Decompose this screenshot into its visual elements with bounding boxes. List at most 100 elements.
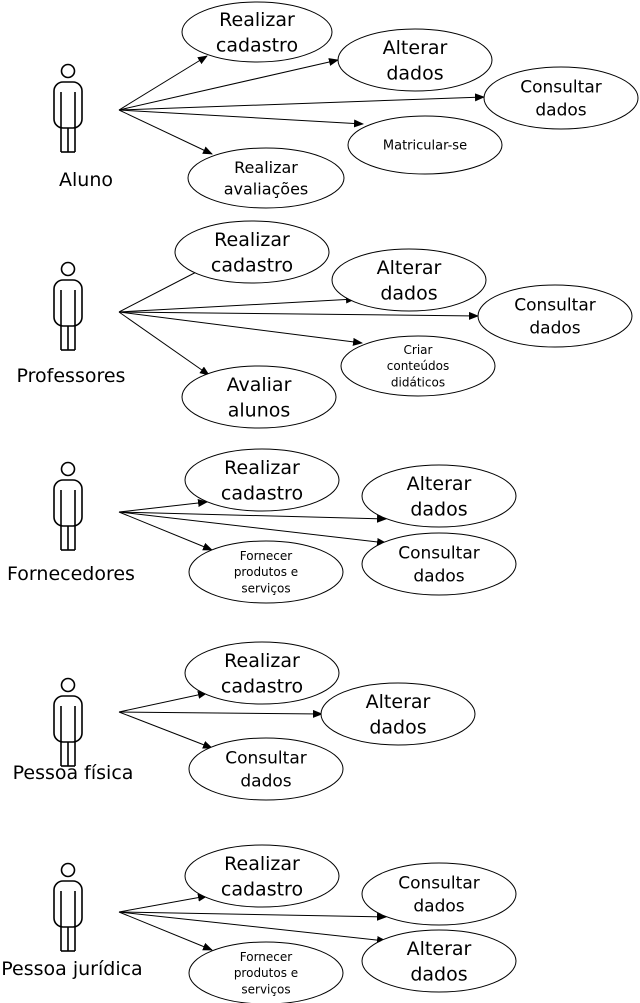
use-case: Consultar dados xyxy=(483,66,639,130)
use-case-ellipse xyxy=(181,365,337,429)
use-case-ellipse xyxy=(188,941,344,1003)
use-case: Consultar dados xyxy=(361,532,517,596)
use-case-label: didáticos xyxy=(391,375,445,389)
use-case-label: dados xyxy=(413,566,464,586)
actor-name: Professores xyxy=(17,365,126,387)
association-arrow xyxy=(118,58,339,111)
use-case-label: conteúdos xyxy=(387,359,449,373)
use-case-label: cadastro xyxy=(221,878,303,900)
association-arrow xyxy=(118,109,213,155)
use-case-label: Consultar xyxy=(398,543,479,563)
use-case: Alterar dados xyxy=(361,929,517,993)
actor-name: Pessoa física xyxy=(13,762,134,784)
use-case: Realizar avaliações xyxy=(187,147,345,209)
use-case-ellipse xyxy=(331,248,487,312)
actor-name: Pessoa jurídica xyxy=(1,958,142,980)
use-case-label: Consultar xyxy=(514,295,595,315)
association-arrow xyxy=(118,109,364,128)
actor-figure-icon xyxy=(53,461,83,551)
use-case-label: dados xyxy=(369,716,426,738)
association-arrow xyxy=(118,311,479,320)
use-case-ellipse xyxy=(181,1,333,63)
use-case-ellipse xyxy=(347,115,503,175)
use-case-ellipse xyxy=(477,284,633,348)
use-case-label: dados xyxy=(410,963,467,985)
association-arrow xyxy=(118,266,207,313)
association-arrow xyxy=(118,911,387,945)
use-case-label: Consultar xyxy=(225,748,306,768)
use-case-label: Alterar xyxy=(377,257,442,279)
use-case-label: Criar xyxy=(404,343,433,357)
use-case-label: Matricular-se xyxy=(383,139,467,154)
use-case-label: produtos e xyxy=(234,565,298,579)
use-case-label: dados xyxy=(410,498,467,520)
use-case-ellipse xyxy=(188,540,344,604)
actor-figure-icon xyxy=(53,261,83,351)
actor-name: Fornecedores xyxy=(7,563,135,585)
use-case-ellipse xyxy=(361,929,517,993)
use-case-label: produtos e xyxy=(234,966,298,980)
use-case: Avaliar alunos xyxy=(181,365,337,429)
use-case-label: dados xyxy=(535,100,586,120)
use-case-label: Alterar xyxy=(407,473,472,495)
association-arrow xyxy=(118,93,485,111)
association-arrow xyxy=(118,311,363,346)
use-case-ellipse xyxy=(188,737,344,801)
use-case-label: serviços xyxy=(241,581,290,595)
actor-figure-icon xyxy=(53,677,83,767)
use-case-ellipse xyxy=(187,147,345,209)
association-arrow xyxy=(118,295,356,313)
association-arrow xyxy=(118,499,208,513)
use-case-label: Consultar xyxy=(520,77,601,97)
association-arrow xyxy=(118,511,387,523)
use-case-ellipse xyxy=(184,641,340,705)
use-case-label: dados xyxy=(386,62,443,84)
use-case-label: dados xyxy=(413,896,464,916)
use-case-ellipse xyxy=(361,532,517,596)
association-arrow xyxy=(118,911,387,921)
use-case: Alterar dados xyxy=(331,248,487,312)
use-case-ellipse xyxy=(361,464,517,528)
use-case-ellipse xyxy=(184,448,340,512)
use-case-label: cadastro xyxy=(216,34,298,56)
use-case-label: dados xyxy=(240,771,291,791)
actor-name: Aluno xyxy=(59,169,113,191)
use-case-label: cadastro xyxy=(221,482,303,504)
association-arrow xyxy=(118,709,323,718)
use-case: Criar conteúdos didáticos xyxy=(340,335,496,397)
use-case-label: Realizar xyxy=(234,158,298,177)
use-case: Realizar cadastro xyxy=(184,641,340,705)
use-case-label: alunos xyxy=(228,399,291,421)
use-case-label: Alterar xyxy=(407,938,472,960)
use-case-label: cadastro xyxy=(221,675,303,697)
use-case-ellipse xyxy=(361,862,517,926)
use-case: Matricular-se xyxy=(347,115,503,175)
use-case-ellipse xyxy=(184,844,340,908)
use-case-label: Alterar xyxy=(366,691,431,713)
association-arrow xyxy=(118,711,213,749)
association-arrow xyxy=(118,511,387,546)
use-case-ellipse xyxy=(174,220,330,284)
association-arrow xyxy=(118,311,210,376)
use-case-label: Fornecer xyxy=(240,950,293,964)
use-case-label: Realizar xyxy=(224,650,300,672)
use-case: Consultar dados xyxy=(188,737,344,801)
association-arrow xyxy=(118,55,208,111)
use-case-label: dados xyxy=(380,282,437,304)
use-case-label: avaliações xyxy=(224,179,309,198)
use-case: Alterar dados xyxy=(361,464,517,528)
use-case-ellipse xyxy=(340,335,496,397)
actor-figure-icon xyxy=(53,63,83,153)
use-case-ellipse xyxy=(320,682,476,746)
use-case-label: Avaliar xyxy=(227,374,292,396)
use-case-label: cadastro xyxy=(211,254,293,276)
use-case-ellipse xyxy=(337,28,493,92)
